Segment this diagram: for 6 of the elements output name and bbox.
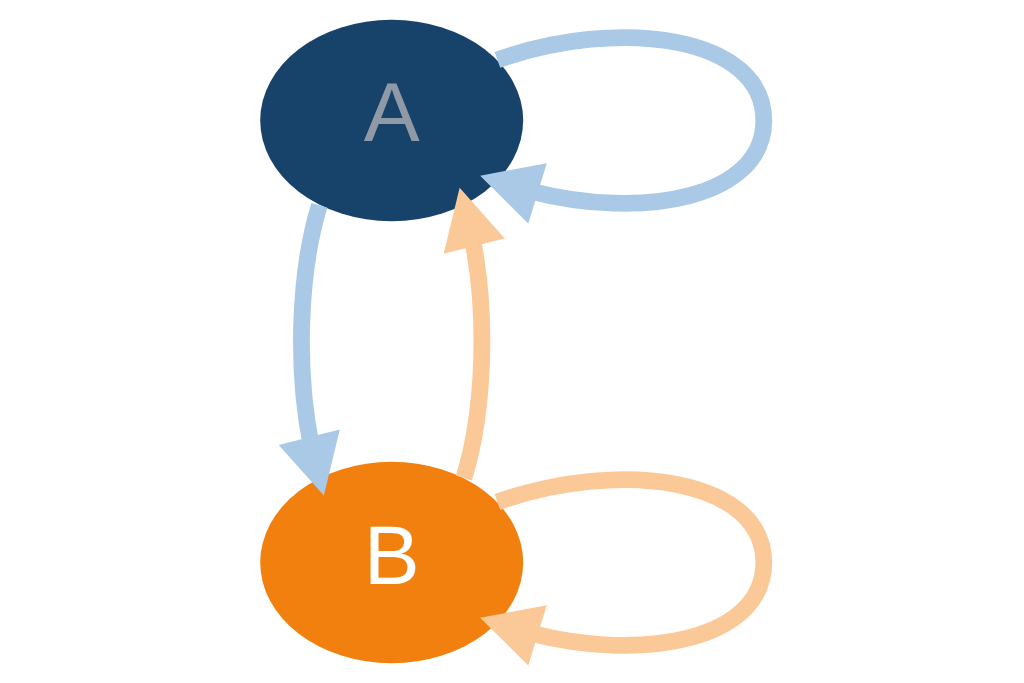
node-ellipse: A (260, 19, 524, 222)
arrow (480, 29, 773, 224)
node-ellipse: B (260, 461, 524, 664)
arrow (443, 187, 505, 481)
arrow (480, 471, 773, 666)
arrow (278, 203, 340, 496)
